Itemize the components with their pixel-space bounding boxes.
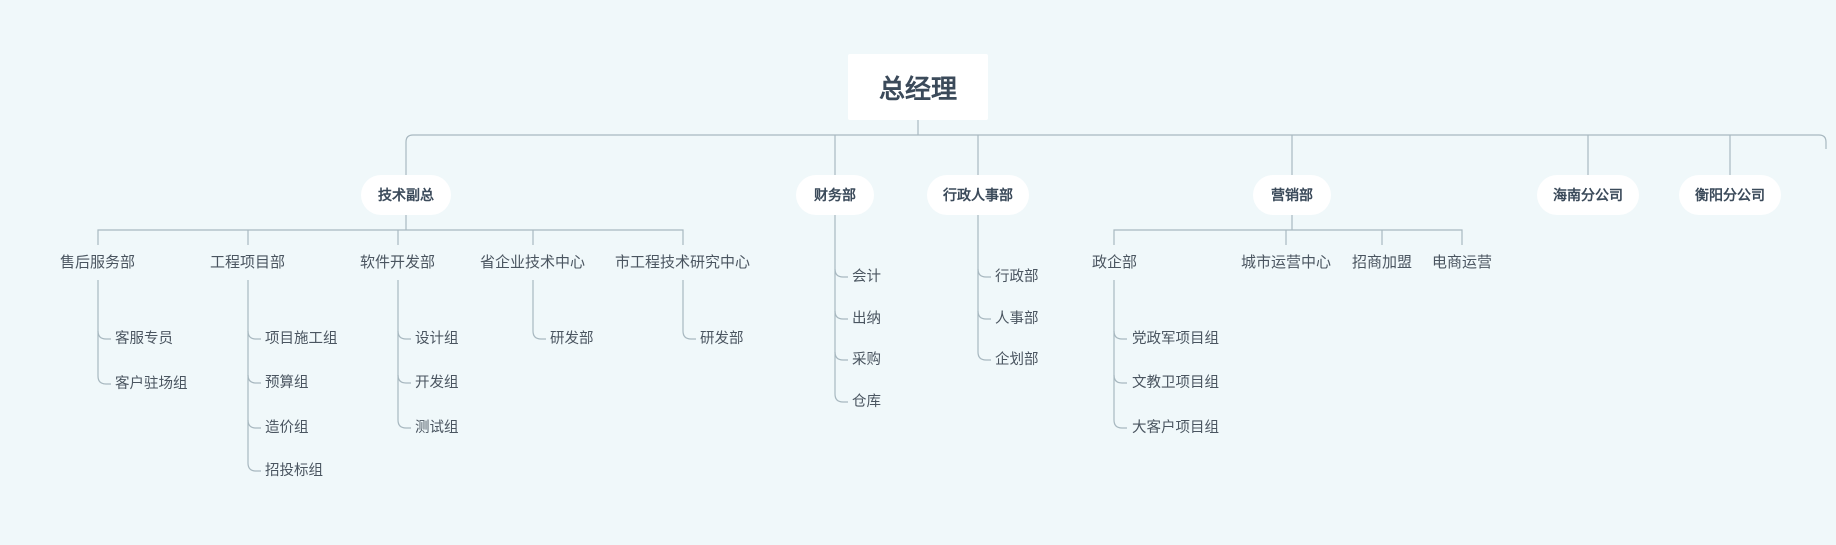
hainan-branch-node: 海南分公司 [1537,175,1639,215]
team-testing: 测试组 [415,420,459,436]
dept-ecommerce: 电商运营 [1432,253,1493,271]
team-customer-service: 客服专员 [115,331,173,347]
planning-dept: 企划部 [995,352,1039,368]
hengyang-branch-node: 衡阳分公司 [1679,175,1781,215]
team-key-accounts: 大客户项目组 [1132,420,1219,436]
dept-after-sales: 售后服务部 [60,253,136,271]
dept-city-engineering-center: 市工程技术研究中心 [615,253,751,271]
tech-vp-node: 技术副总 [361,175,451,215]
team-development: 开发组 [415,375,459,391]
finance-node: 财务部 [796,175,874,215]
team-construction: 项目施工组 [265,331,338,347]
team-budget: 预算组 [265,375,309,391]
admin-hr-node: 行政人事部 [927,175,1029,215]
team-cost: 造价组 [265,420,309,436]
general-manager-node: 总经理 [848,54,988,120]
dept-software: 软件开发部 [360,253,436,271]
finance-purchasing: 采购 [852,352,881,368]
team-rd-provincial: 研发部 [550,331,594,347]
admin-dept: 行政部 [995,269,1039,285]
team-party-gov-military: 党政军项目组 [1132,331,1219,347]
team-culture-edu-health: 文教卫项目组 [1132,375,1219,391]
dept-provincial-tech-center: 省企业技术中心 [480,253,586,271]
team-rd-city: 研发部 [700,331,744,347]
hr-dept: 人事部 [995,311,1039,327]
finance-accounting: 会计 [852,269,881,285]
team-design: 设计组 [415,331,459,347]
dept-city-operations: 城市运营中心 [1241,253,1332,271]
dept-gov-enterprise: 政企部 [1092,253,1138,271]
team-customer-onsite: 客户驻场组 [115,376,188,392]
finance-warehouse: 仓库 [852,394,881,410]
team-bidding: 招投标组 [265,463,323,479]
dept-franchise: 招商加盟 [1352,253,1413,271]
dept-engineering: 工程项目部 [210,253,286,271]
finance-cashier: 出纳 [852,311,881,327]
marketing-node: 营销部 [1253,175,1331,215]
